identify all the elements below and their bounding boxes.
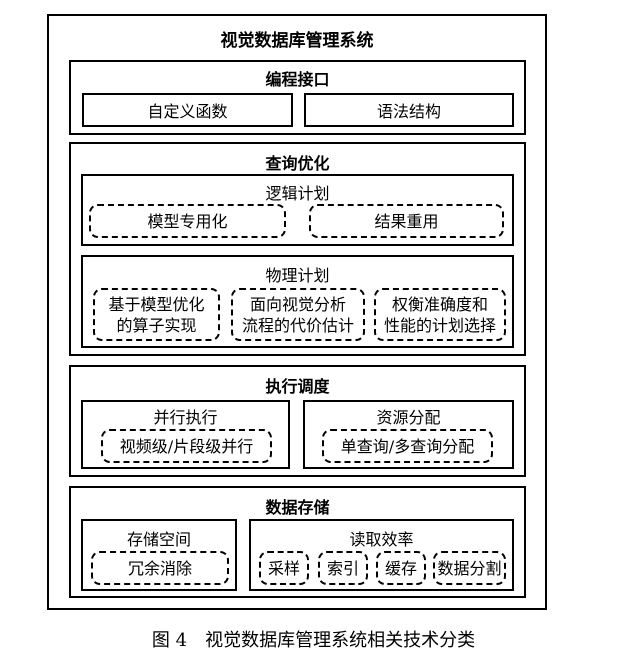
read-efficiency-box: 读取效率 bbox=[249, 519, 514, 591]
physical-plan-title: 物理计划 bbox=[265, 266, 330, 285]
execution-scheduling-section: 执行调度 bbox=[69, 365, 526, 477]
model-operator-box: 基于模型优化 的算子实现 bbox=[93, 288, 220, 341]
video-segment-parallel-box: 视频级/片段级并行 bbox=[101, 429, 272, 463]
cache-box: 缓存 bbox=[376, 551, 426, 585]
parallel-execution-title: 并行执行 bbox=[153, 408, 218, 427]
data-storage-section: 数据存储 bbox=[69, 486, 526, 598]
storage-space-title: 存储空间 bbox=[126, 530, 191, 549]
read-efficiency-title: 读取效率 bbox=[349, 530, 414, 549]
syntax-structure-box: 语法结构 bbox=[304, 93, 514, 127]
query-optimization-title: 查询优化 bbox=[265, 154, 330, 173]
query-allocation-box: 单查询/多查询分配 bbox=[322, 429, 493, 463]
execution-scheduling-title: 执行调度 bbox=[265, 377, 330, 396]
sampling-box: 采样 bbox=[259, 551, 309, 585]
logical-plan-title: 逻辑计划 bbox=[265, 184, 330, 203]
resource-allocation-title: 资源分配 bbox=[376, 408, 441, 427]
programming-interface-section: 编程接口 bbox=[69, 60, 526, 135]
model-specialization-box: 模型专用化 bbox=[89, 204, 286, 238]
storage-space-box: 存储空间 bbox=[81, 519, 237, 591]
logical-plan-box: 逻辑计划 bbox=[81, 174, 514, 246]
figure-caption: 图 4 视觉数据库管理系统相关技术分类 bbox=[151, 630, 476, 651]
system-title: 视觉数据库管理系统 bbox=[220, 31, 374, 51]
cost-estimation-box: 面向视觉分析 流程的代价估计 bbox=[231, 288, 365, 341]
programming-interface-title: 编程接口 bbox=[265, 70, 330, 89]
plan-selection-box: 权衡准确度和 性能的计划选择 bbox=[374, 288, 506, 341]
resource-allocation-box: 资源分配 bbox=[303, 400, 514, 469]
redundancy-elimination-box: 冗余消除 bbox=[91, 551, 229, 585]
data-storage-title: 数据存储 bbox=[265, 498, 330, 517]
data-partition-box: 数据分割 bbox=[433, 551, 506, 585]
parallel-execution-box: 并行执行 bbox=[81, 400, 290, 469]
system-frame: 视觉数据库管理系统 bbox=[47, 14, 547, 610]
index-box: 索引 bbox=[318, 551, 368, 585]
query-optimization-section: 查询优化 bbox=[69, 142, 526, 356]
result-reuse-box: 结果重用 bbox=[309, 204, 504, 238]
physical-plan-box: 物理计划 bbox=[81, 255, 514, 348]
custom-function-box: 自定义函数 bbox=[82, 93, 293, 127]
